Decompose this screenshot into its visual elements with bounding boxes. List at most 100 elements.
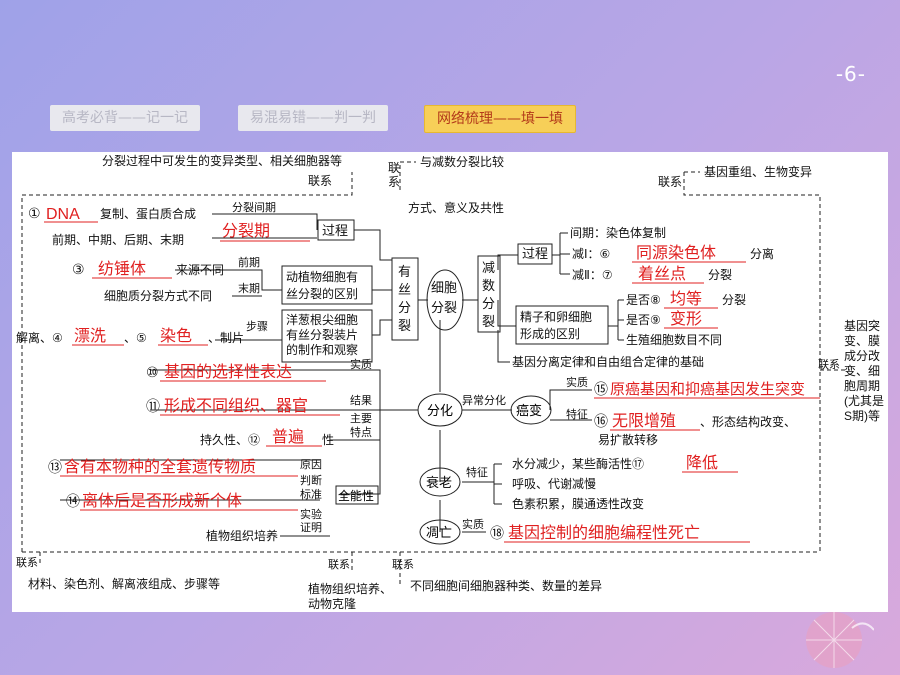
answer-3-number: ③ (72, 261, 85, 277)
label-q8-rest: 分裂 (722, 293, 746, 307)
label-aging-f2: 呼吸、代谢减慢 (512, 476, 596, 491)
conn-meiosis-diff (497, 300, 516, 327)
center-1: 细胞 (431, 280, 457, 295)
node-cancer: 癌变 (516, 403, 542, 418)
label-cells: 生殖细胞数目不同 (626, 332, 722, 347)
answer-1-rest: 复制、蛋白质合成 (100, 206, 196, 221)
label-aging-f3: 色素积累，膜通透性改变 (512, 496, 644, 511)
answer-1: DNA (46, 206, 80, 223)
top-link-3: 联系 (658, 175, 682, 189)
top-link-2b: 系 (388, 175, 400, 189)
label-reason: 原因 (300, 458, 322, 471)
top-compare: 与减数分裂比较 (420, 154, 504, 169)
label-cancer-feature: 特征 (566, 407, 588, 421)
label-judge-2: 标准 (300, 487, 322, 501)
answer-16-number: ⑯ (594, 413, 608, 429)
bottom-organelles: 不同细胞间细胞器种类、数量的差异 (410, 578, 602, 593)
box-meiosis-4: 裂 (482, 314, 495, 329)
box-meiosis-3: 分 (482, 296, 495, 311)
answer-3: 纺锤体 (98, 260, 146, 278)
answer-15: 原癌基因和抑癌基因发生突变 (610, 381, 805, 398)
label-proof-1: 实验 (300, 507, 322, 521)
answer-1-number: ① (28, 205, 41, 221)
box-mitosis-2: 丝 (398, 282, 411, 297)
label-cancer-essence: 实质 (566, 375, 588, 389)
conn-diff-branches (608, 299, 624, 341)
conn-interphase (212, 213, 318, 230)
box-process-meiosis: 过程 (522, 246, 548, 261)
box-mitosis-1: 有 (398, 264, 411, 279)
box-totipotency: 全能性 (338, 488, 374, 503)
node-aging: 衰老 (426, 475, 452, 490)
answer-12: 普遍 (272, 428, 304, 446)
label-phases: 前期、中期、后期、末期 (52, 232, 184, 247)
link-top-right (683, 171, 821, 552)
bottom-link-3: 联系 (392, 558, 414, 571)
label-steps: 步骤 (246, 320, 268, 333)
cycle-5: 胞周期 (844, 379, 880, 393)
label-spread: 易扩散转移 (598, 432, 658, 447)
answer-14-number: ⑭ (66, 493, 80, 509)
answer-5-rest: 、制片 (208, 331, 244, 345)
conn-prophase (175, 269, 282, 291)
box-slide-2: 有丝分裂装片 (286, 328, 358, 342)
box-gamete-diff-2: 形成的区别 (520, 326, 580, 341)
answer-10-number: ⑩ (146, 364, 159, 380)
bottom-link-1: 联系 (16, 556, 38, 569)
tab-memorize[interactable]: 高考必背——记一记 (50, 105, 200, 131)
answer-18: 基因控制的细胞编程性死亡 (508, 524, 700, 542)
answer-13: 含有本物种的全套遗传物质 (64, 458, 256, 476)
label-q9-pre: 是否⑨ (626, 313, 661, 327)
label-m1-rest: 分离 (750, 246, 774, 261)
label-aging-f1-pre: 水分减少，某些酶活性⑰ (512, 456, 644, 471)
label-abnormal: 异常分化 (462, 393, 506, 407)
center-2: 分裂 (431, 300, 457, 315)
box-meiosis-1: 减 (482, 260, 495, 275)
label-feature-1: 主要 (350, 412, 372, 425)
conn-meiosis-law (497, 330, 510, 363)
bottom-materials: 材料、染色剂、解离液组成、步骤等 (28, 576, 220, 591)
answer-10: 基因的选择性表达 (164, 363, 292, 381)
tab-fill-in[interactable]: 网络梳理——填一填 (424, 105, 576, 133)
top-link-2: 联 (388, 161, 400, 175)
conn-process-branches (552, 232, 570, 275)
label-culture: 植物组织培养 (206, 528, 278, 543)
tab-judge[interactable]: 易混易错——判一判 (238, 105, 388, 131)
answer-5-pre: 、⑤ (124, 331, 147, 345)
label-cycle-link: 联系 (818, 358, 840, 371)
answer-3-rest: 来源不同 (176, 263, 224, 277)
box-mitosis-diff-1: 动植物细胞有 (286, 269, 358, 284)
answer-15-number: ⑮ (594, 381, 608, 397)
label-m1-pre: 减Ⅰ：⑥ (572, 247, 610, 261)
label-apoptosis-essence: 实质 (462, 517, 484, 531)
top-mode: 方式、意义及共性 (408, 200, 504, 215)
decorative-flower-icon (806, 612, 874, 668)
answer-11-number: ⑪ (146, 398, 160, 414)
label-prophase: 前期 (238, 255, 260, 269)
box-slide-1: 洋葱根尖细胞 (286, 312, 358, 327)
answer-9: 变形 (670, 310, 702, 328)
label-m2-rest: 分裂 (708, 268, 732, 282)
label-law: 基因分离定律和自由组合定律的基础 (512, 354, 704, 369)
top-recombination: 基因重组、生物变异 (704, 164, 812, 179)
box-gamete-diff-1: 精子和卵细胞 (520, 310, 592, 324)
answer-18-number: ⑱ (490, 525, 504, 541)
box-mitosis-4: 裂 (398, 318, 411, 333)
label-telophase: 末期 (238, 281, 260, 295)
answer-12-rest: 性 (322, 433, 334, 447)
cycle-6: (尤其是 (844, 394, 884, 408)
label-proof-2: 证明 (300, 521, 322, 534)
answer-7: 着丝点 (638, 265, 686, 283)
cycle-1: 基因突 (844, 318, 880, 333)
answer-11: 形成不同组织、器官 (164, 397, 308, 415)
box-meiosis-2: 数 (482, 278, 495, 293)
node-apoptosis: 凋亡 (426, 525, 452, 540)
label-essence: 实质 (350, 357, 372, 371)
box-process-mitosis: 过程 (322, 223, 348, 238)
box-slide-3: 的制作和观察 (286, 342, 358, 357)
cycle-4: 变、细 (844, 363, 880, 378)
answer-8: 均等 (670, 290, 702, 308)
answer-5: 染色 (160, 327, 192, 345)
answer-4: 漂洗 (74, 327, 106, 345)
top-variation: 分裂过程中可发生的变异类型、相关细胞器等 (102, 153, 342, 168)
